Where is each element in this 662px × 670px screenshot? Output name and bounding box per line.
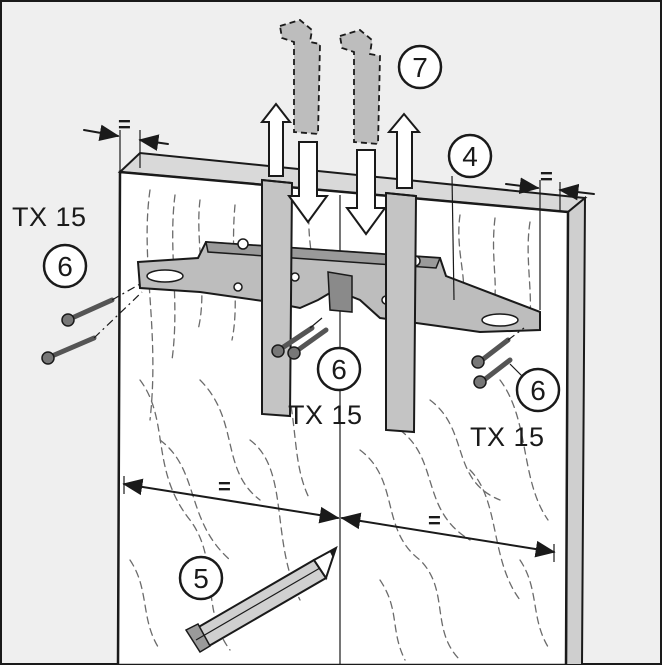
screws [41,283,525,389]
ghost-part-right [338,28,381,145]
dim-top-left-b [138,134,169,151]
callout-5: 5 [178,555,224,601]
equal-mark-bottom-right: = [428,508,441,533]
arrow-up-left [259,102,293,177]
screw-label-center: TX 15 [288,400,363,430]
dim-top-right-b [558,183,595,201]
dim-bottom-right [340,512,556,558]
leader-6c [509,363,523,377]
guide-rail-left [261,178,294,418]
guide-rails [261,178,418,434]
dimension-lines [83,124,595,562]
dim-top-right-a [505,177,540,194]
callout-6-left: 6 [42,243,88,289]
keyhole-slot-right [481,313,519,327]
callout-7: 7 [397,44,443,90]
ghost-parts [278,18,381,145]
svg-text:6: 6 [530,375,546,406]
screw-right-upper [471,337,511,369]
svg-text:5: 5 [193,563,209,594]
keyhole-slot-left [146,269,184,283]
svg-text:7: 7 [412,52,428,83]
arrow-down-right [345,149,387,236]
callout-6-center: 6 [316,346,362,392]
callout-4: 4 [447,133,493,179]
dim-bottom-left [122,478,340,524]
leader-6b [309,317,323,329]
svg-text:4: 4 [462,141,478,172]
callout-6-right: 6 [515,367,561,413]
screw-right-lower [473,357,513,389]
motion-arrows [259,102,422,236]
pencil [184,545,338,654]
arrow-down-left [287,141,329,224]
screw-label-right: TX 15 [470,422,545,452]
equal-mark-bottom-left: = [218,474,231,499]
guide-rail-right [385,191,418,434]
ghost-part-left [278,18,321,135]
screw-left-upper [61,297,115,327]
svg-text:6: 6 [331,354,347,385]
equal-mark-top-left: = [118,112,131,137]
leader-4 [451,175,455,301]
dim-top-left-a [83,124,120,142]
screw-center-b [287,327,329,360]
arrow-up-right [386,112,422,189]
equal-mark-top-right: = [540,164,553,189]
svg-text:6: 6 [57,251,73,282]
screw-left-lower [41,335,97,365]
screw-center-a [271,325,315,358]
screw-label-left: TX 15 [12,202,87,232]
bracket-center-clip [327,271,353,313]
